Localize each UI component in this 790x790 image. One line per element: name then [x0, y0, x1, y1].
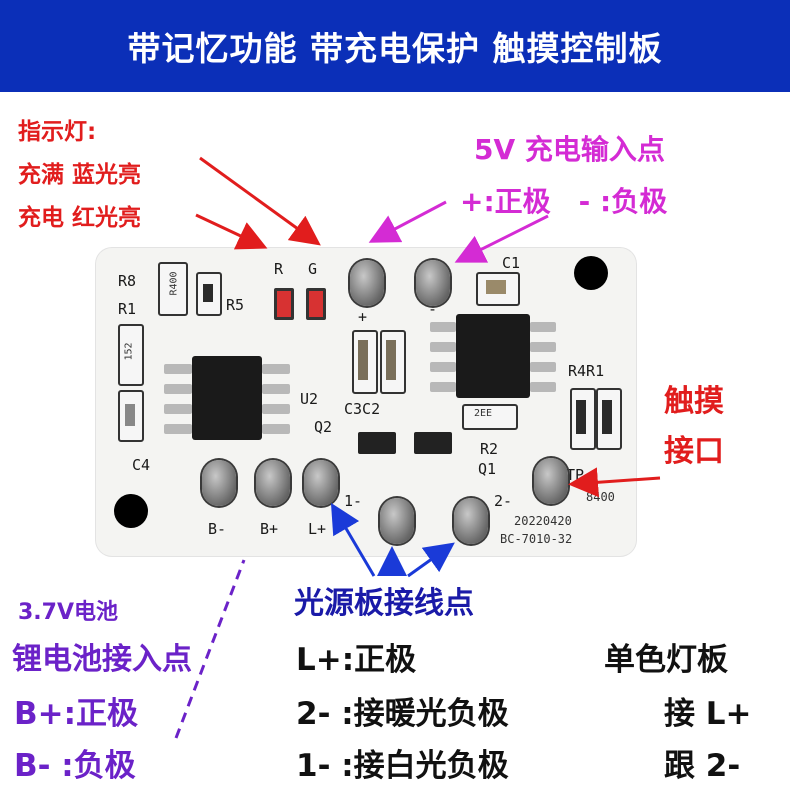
pad-2-minus[interactable]	[454, 498, 488, 544]
resistor-r1-right	[596, 388, 622, 450]
mounting-hole-bottom-left	[114, 494, 148, 528]
resistor-r1: 152	[118, 324, 144, 386]
silk-q1: Q1	[478, 460, 497, 478]
pad-touch-tp[interactable]	[534, 458, 568, 504]
light-board-l-plus: L+:正极	[296, 642, 417, 678]
arrow-indicator-1	[199, 156, 321, 246]
arrow-indicator-2	[195, 213, 268, 250]
silk-r1: R1	[118, 300, 137, 318]
indicator-full-blue: 充满 蓝光亮	[18, 162, 142, 188]
dashed-battery-line	[174, 559, 246, 739]
capacitor-c2	[380, 330, 406, 394]
pcb-board: R8 R1 R5 R G C1 + - U2 C3C2 Q2 R4R1 R2 Q…	[96, 248, 636, 556]
battery-heading: 锂电池接入点	[12, 642, 192, 677]
battery-voltage: 3.7V电池	[18, 600, 118, 625]
page-title-banner: 带记忆功能 带充电保护 触摸控制板	[0, 0, 790, 92]
silk-c1: C1	[502, 254, 521, 272]
silk-minus: -	[428, 300, 438, 318]
silk-l-plus: L+	[308, 520, 327, 538]
battery-b-plus: B+:正极	[14, 696, 138, 732]
resistor-r5	[196, 272, 222, 316]
pad-1-minus[interactable]	[380, 498, 414, 544]
arrow-light-l-plus	[330, 502, 376, 577]
transistor-q1	[414, 432, 452, 454]
light-board-2-minus: 2- :接暖光负极	[296, 696, 509, 732]
chip-charge-ic	[456, 314, 530, 398]
resistor-r2: 2EE	[462, 404, 518, 430]
single-color-line1: 接 L+	[664, 696, 752, 732]
single-color-heading: 单色灯板	[604, 642, 728, 678]
silk-u2: U2	[300, 390, 319, 408]
silk-r8: R8	[118, 272, 137, 290]
resistor-r8: R400	[158, 262, 188, 316]
battery-b-minus: B- :负极	[14, 748, 136, 784]
silk-date: 20220420	[514, 514, 572, 528]
silk-c3c2: C3C2	[344, 400, 381, 418]
light-board-heading: 光源板接线点	[294, 586, 474, 621]
led-red	[274, 288, 294, 320]
arrow-light-2-minus	[407, 542, 455, 578]
capacitor-c3	[352, 330, 378, 394]
silk-b-minus: B-	[208, 520, 227, 538]
pad-charge-minus[interactable]	[416, 260, 450, 306]
touch-label-line2: 接口	[664, 434, 724, 469]
silk-r2: R2	[480, 440, 499, 458]
transistor-q2	[358, 432, 396, 454]
silk-r-led: R	[274, 260, 284, 278]
capacitor-c1	[476, 272, 520, 306]
indicator-charging-red: 充电 红光亮	[18, 205, 142, 231]
silk-c4: C4	[132, 456, 151, 474]
silk-b-plus: B+	[260, 520, 279, 538]
mounting-hole-top-right	[574, 256, 608, 290]
indicator-heading: 指示灯:	[18, 119, 97, 145]
resistor-r4	[570, 388, 596, 450]
silk-2-minus: 2-	[494, 492, 513, 510]
pad-b-plus[interactable]	[256, 460, 290, 506]
silk-r5: R5	[226, 296, 245, 314]
pad-charge-plus[interactable]	[350, 260, 384, 306]
arrow-charge-plus	[368, 200, 447, 243]
silk-q2: Q2	[314, 418, 333, 436]
led-green	[306, 288, 326, 320]
arrow-touch	[568, 467, 661, 498]
arrow-charge-minus	[454, 214, 549, 263]
silk-plus: +	[358, 308, 368, 326]
pad-l-plus[interactable]	[304, 460, 338, 506]
charge-input-heading: 5V 充电输入点	[474, 133, 665, 166]
chip-u2	[192, 356, 262, 440]
light-board-1-minus: 1- :接白光负极	[296, 748, 509, 784]
silk-r4r1: R4R1	[568, 362, 605, 380]
silk-model: BC-7010-32	[500, 532, 573, 546]
charge-input-polarity: +:正极 - :负极	[460, 185, 668, 218]
pad-b-minus[interactable]	[202, 460, 236, 506]
capacitor-c4	[118, 390, 144, 442]
silk-g-led: G	[308, 260, 318, 278]
touch-label-line1: 触摸	[664, 384, 724, 419]
single-color-line2: 跟 2-	[664, 748, 741, 784]
